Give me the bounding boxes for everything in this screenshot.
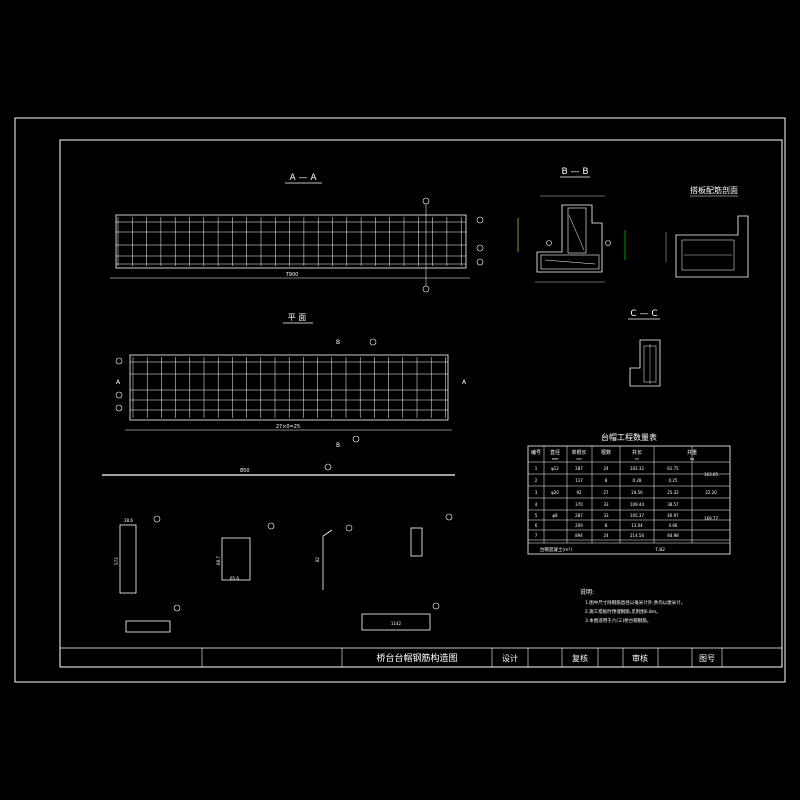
title-block: 桥台台帽钢筋构造图 设计 复核 审核 图号 bbox=[60, 647, 782, 667]
table-cell: 0.28 bbox=[633, 478, 642, 483]
table-cell: 13.04 bbox=[631, 523, 643, 528]
section-aa-view: A — A 7900 bbox=[110, 173, 484, 293]
table-total-cell: 163.05 bbox=[704, 472, 718, 477]
table-cell: 2 bbox=[535, 478, 538, 483]
table-cell: 84.98 bbox=[667, 533, 679, 538]
table-unit-cell: m bbox=[635, 457, 639, 461]
table-cell: 894 bbox=[575, 533, 583, 538]
table-footer-value: 7.82 bbox=[655, 547, 665, 553]
table-cell: 27 bbox=[603, 490, 609, 495]
table-cell: 33 bbox=[603, 513, 609, 518]
shape1-dim: 573 bbox=[114, 557, 119, 565]
outer-frame bbox=[14, 117, 786, 683]
bar-shapes: 850 573 28.6 68.7 65.6 82 1142 bbox=[102, 463, 455, 633]
aa-length-dim: 7900 bbox=[286, 272, 299, 278]
table-header-cell: 共重 bbox=[687, 449, 697, 456]
table-header-cell: 编号 bbox=[531, 449, 541, 456]
section-bb-title: B — B bbox=[561, 167, 588, 177]
table-cell: 5 bbox=[535, 513, 538, 518]
note-item-3: 3.本图适用于六(三)桥台帽钢筋。 bbox=[585, 617, 651, 624]
drawing-number-label: 图号 bbox=[699, 654, 715, 663]
table-cell: 8 bbox=[605, 478, 608, 483]
table-cell: 24.56 bbox=[631, 490, 643, 495]
design-label: 设计 bbox=[502, 653, 518, 663]
long-bar-dim: 850 bbox=[240, 468, 250, 474]
table-total-cell: 22.20 bbox=[705, 490, 717, 495]
table-cell: 287 bbox=[575, 466, 583, 471]
plan-length-dim: 27×0=25 bbox=[276, 424, 300, 430]
table-header-cell: 单根长 bbox=[571, 449, 586, 456]
note-item-2: 2.施工搭板时预埋钢筋,见附图6.8m。 bbox=[585, 608, 661, 615]
table-cell: 109.44 bbox=[630, 502, 644, 507]
table-cell: 209 bbox=[575, 523, 583, 528]
table-cell: 4.66 bbox=[669, 523, 678, 528]
detail-view: 搭板配筋剖面 bbox=[665, 185, 749, 278]
table-cell: 3 bbox=[535, 490, 538, 495]
section-cut-a-label-right: A bbox=[462, 379, 467, 386]
table-cell: φ12 bbox=[551, 466, 559, 471]
section-bb-view: B — B bbox=[517, 167, 626, 283]
table-cell: 4 bbox=[535, 502, 538, 507]
table-cell: 40.97 bbox=[667, 513, 679, 518]
section-cc-view: C — C bbox=[628, 309, 661, 387]
review-label: 复核 bbox=[572, 653, 588, 663]
table-total-cell: 169.77 bbox=[704, 516, 718, 521]
shape6-dim: 1142 bbox=[391, 621, 402, 626]
table-cell: 38.57 bbox=[667, 502, 679, 507]
shape2-dim: 68.7 bbox=[216, 556, 221, 565]
table-cell: 6 bbox=[535, 523, 538, 528]
table-unit-cell: kg bbox=[690, 457, 694, 461]
table-unit-cell: cm bbox=[576, 457, 582, 461]
notes-title: 说明: bbox=[580, 588, 594, 596]
section-cut-a-label: A bbox=[116, 379, 121, 386]
table-cell: 8 bbox=[605, 523, 608, 528]
table-header-cell: 共长 bbox=[632, 449, 642, 456]
section-aa-title: A — A bbox=[289, 173, 317, 183]
note-item-1: 1.图中尺寸除钢筋直径以毫米计外,余均以厘米计。 bbox=[585, 599, 685, 606]
table-cell: 92 bbox=[576, 490, 582, 495]
table-cell: 102.32 bbox=[630, 466, 644, 471]
table-cell: φ20 bbox=[551, 490, 559, 495]
shape3-dim: 82 bbox=[315, 556, 320, 562]
table-cell: 1 bbox=[535, 466, 538, 471]
section-cut-b-label-bottom: B bbox=[336, 442, 340, 449]
shape2-bottom-dim: 65.6 bbox=[230, 576, 239, 581]
plan-view: 平 面 27×0=25 B B A A bbox=[115, 313, 467, 449]
table-title: 台帽工程数量表 bbox=[601, 432, 657, 442]
plan-title: 平 面 bbox=[288, 313, 307, 322]
table-cell: 24 bbox=[603, 466, 609, 471]
table-cell: 61.75 bbox=[667, 466, 679, 471]
section-cut-b-label: B bbox=[336, 339, 340, 346]
notes-block: 说明: 1.图中尺寸除钢筋直径以毫米计外,余均以厘米计。 2.施工搭板时预埋钢筋… bbox=[580, 588, 685, 624]
table-cell: 214.56 bbox=[630, 533, 644, 538]
table-cell: 24 bbox=[603, 533, 609, 538]
section-cc-title: C — C bbox=[630, 309, 657, 319]
detail-title: 搭板配筋剖面 bbox=[690, 185, 738, 195]
table-cell: 370 bbox=[575, 502, 583, 507]
inner-frame bbox=[59, 139, 783, 668]
table-header-cell: 根数 bbox=[601, 449, 611, 456]
table-cell: 25.32 bbox=[667, 490, 679, 495]
table-cell: φ8 bbox=[552, 513, 558, 518]
table-cell: 0.25 bbox=[669, 478, 678, 483]
table-cell: 33 bbox=[603, 502, 609, 507]
table-cell: 287 bbox=[575, 513, 583, 518]
shape1-top-dim: 28.6 bbox=[124, 518, 133, 523]
table-cell: 7 bbox=[535, 533, 538, 538]
drawing-title: 桥台台帽钢筋构造图 bbox=[376, 652, 457, 664]
approve-label: 审核 bbox=[632, 653, 648, 663]
table-header-cell: 直径 bbox=[550, 449, 560, 456]
table-unit-cell: mm bbox=[552, 457, 559, 461]
table-cell: 117 bbox=[575, 478, 583, 483]
table-cell: 105.37 bbox=[630, 513, 644, 518]
table-footer-label: 台帽混凝土(m³) bbox=[540, 546, 572, 553]
